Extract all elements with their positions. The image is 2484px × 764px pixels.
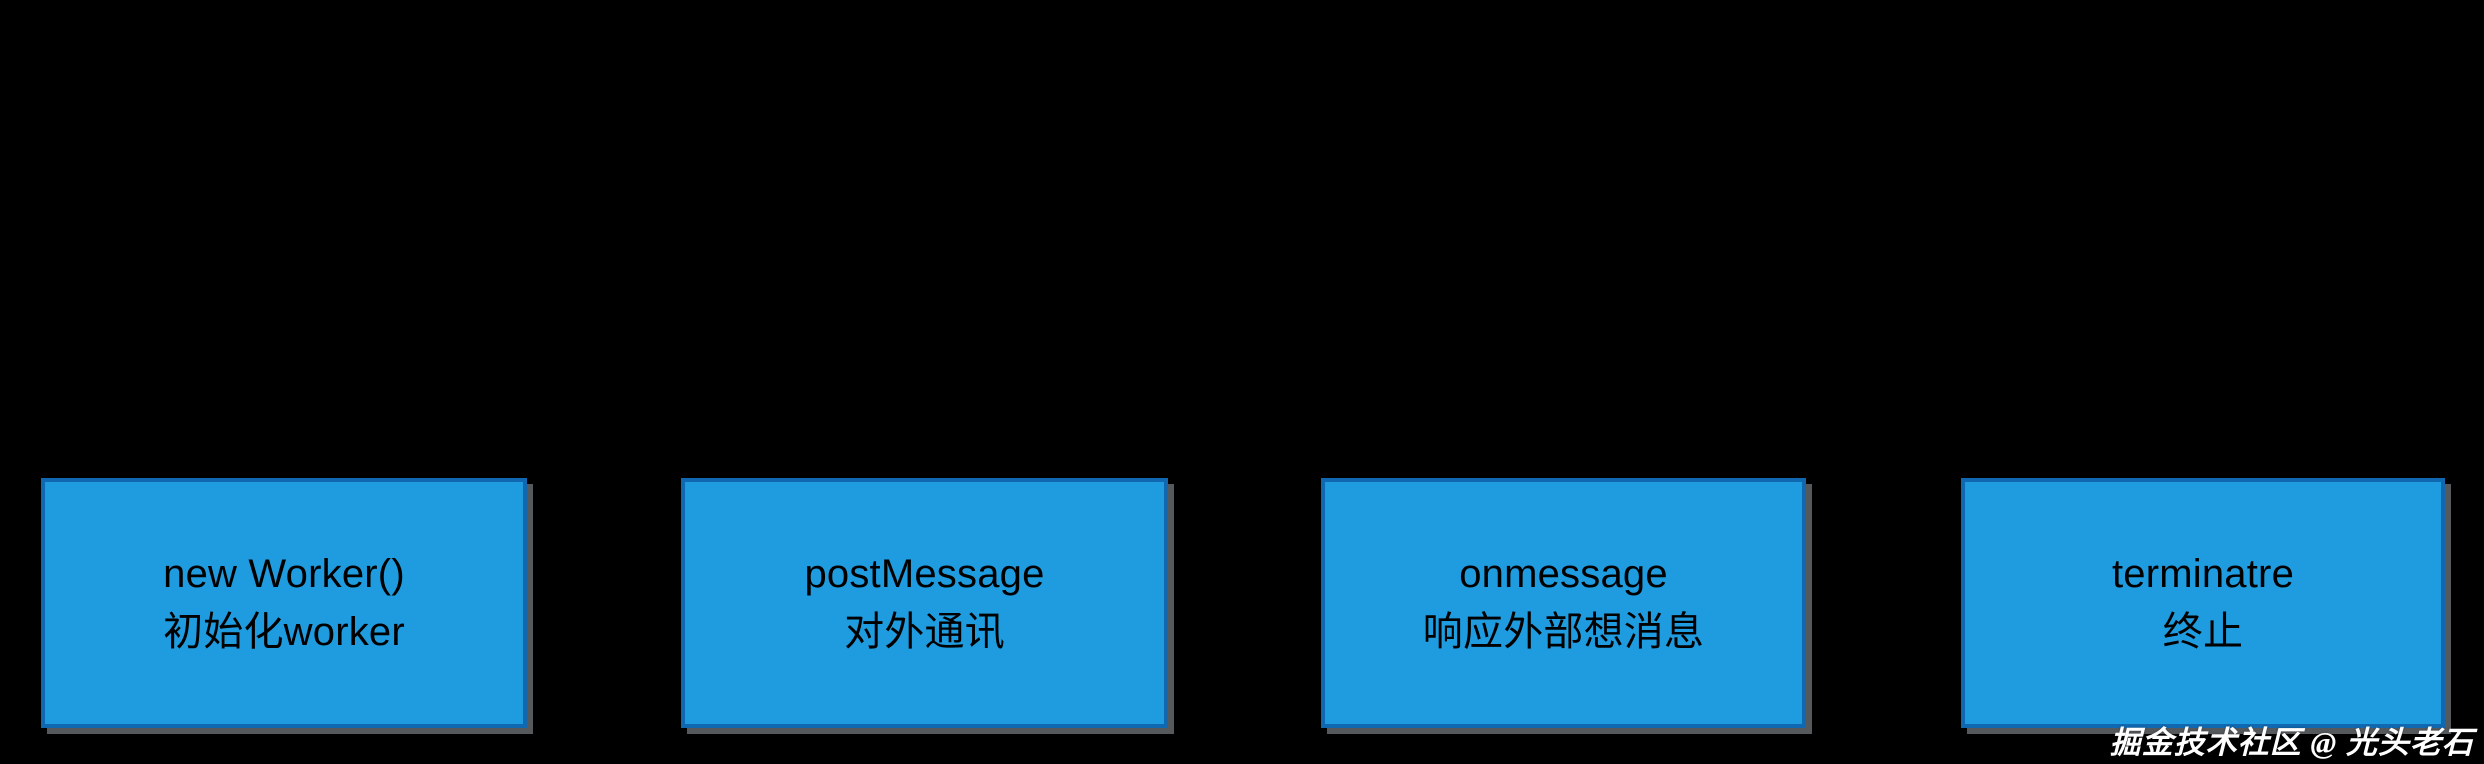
node-subtitle: 终止	[2162, 610, 2244, 654]
diagram-node-new-worker: new Worker() 初始化worker	[41, 478, 527, 728]
node-title: onmessage	[1459, 552, 1668, 596]
diagram-node-post-message: postMessage 对外通讯	[681, 478, 1168, 728]
node-subtitle: 初始化worker	[163, 610, 405, 654]
diagram-node-terminatre: terminatre 终止	[1961, 478, 2445, 728]
node-subtitle: 对外通讯	[844, 610, 1005, 654]
node-subtitle: 响应外部想消息	[1422, 610, 1705, 654]
node-title: postMessage	[804, 552, 1045, 596]
diagram-node-onmessage: onmessage 响应外部想消息	[1321, 478, 1806, 728]
node-title: new Worker()	[163, 552, 405, 596]
node-title: terminatre	[2111, 552, 2295, 596]
